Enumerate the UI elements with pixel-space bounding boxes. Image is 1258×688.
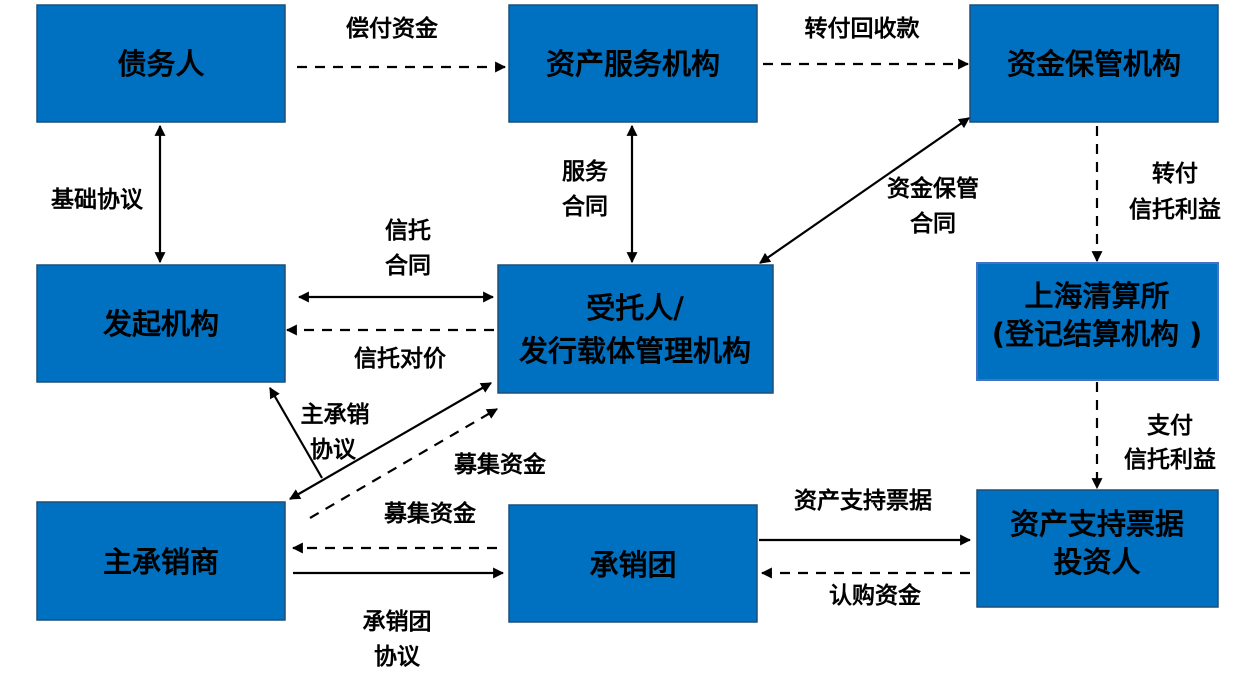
- label-syndicate-agreement-1: 承销团: [363, 609, 432, 635]
- label-pay-trust-1: 支付: [1146, 413, 1193, 439]
- servicer-label: 资产服务机构: [546, 47, 720, 81]
- label-service-contract-1: 服务: [562, 159, 609, 185]
- label-abn: 资产支持票据: [794, 487, 932, 514]
- arrow-raised-funds-trustee: [309, 408, 498, 519]
- label-trust-consideration: 信托对价: [354, 345, 447, 372]
- label-transfer-trust-2: 信托利益: [1129, 196, 1221, 223]
- arrow-custody-contract: [759, 117, 970, 264]
- box-trustee: 受托人/ 发行载体管理机构: [497, 264, 774, 394]
- trustee-label-1: 受托人/: [586, 291, 684, 325]
- label-raised-funds-1: 募集资金: [453, 451, 547, 478]
- box-syndicate: 承销团: [508, 504, 758, 623]
- investor-label-1: 资产支持票据: [1010, 507, 1184, 541]
- debtor-label: 债务人: [117, 47, 204, 81]
- label-raised-funds-2: 募集资金: [383, 500, 477, 527]
- arrows: [154, 58, 1103, 579]
- label-custody-contract-2: 合同: [910, 210, 956, 237]
- label-custody-contract-1: 资金保管: [887, 175, 979, 202]
- box-shanghai-clearing: 上海清算所 (登记结算机构 ): [976, 262, 1219, 381]
- label-transfer-trust-1: 转付: [1152, 160, 1198, 187]
- custodian-label: 资金保管机构: [1007, 47, 1181, 81]
- label-basic-agreement: 基础协议: [51, 187, 144, 213]
- box-debtor: 债务人: [36, 4, 286, 123]
- trustee-label-2: 发行载体管理机构: [518, 334, 751, 368]
- label-syndicate-agreement-2: 协议: [374, 644, 421, 670]
- box-investor: 资产支持票据 投资人: [976, 489, 1219, 608]
- originator-label: 发起机构: [102, 307, 219, 341]
- label-trust-contract-1: 信托: [385, 217, 431, 244]
- label-subscription: 认购资金: [829, 582, 922, 609]
- label-pay-trust-2: 信托利益: [1124, 446, 1216, 473]
- shclearing-label-1: 上海清算所: [1024, 279, 1169, 313]
- arrow-lead-trustee: [289, 382, 492, 500]
- lead-underwriter-label: 主承销商: [103, 545, 219, 579]
- box-lead-underwriter: 主承销商: [36, 501, 286, 621]
- label-lead-agreement-1: 主承销: [301, 402, 370, 428]
- syndicate-label: 承销团: [589, 548, 676, 582]
- box-servicer: 资产服务机构: [508, 4, 758, 123]
- label-transfer-collection: 转付回收款: [805, 15, 921, 42]
- box-originator: 发起机构: [36, 264, 286, 383]
- arrow-lead-agreement: [269, 387, 323, 479]
- shclearing-label-2: (登记结算机构 ): [992, 317, 1203, 351]
- label-lead-agreement-2: 协议: [310, 437, 357, 463]
- edge-labels: 偿付资金 转付回收款 基础协议 服务 合同 资金保管 合同 转付 信托利益 信托…: [51, 15, 1221, 670]
- investor-label-2: 投资人: [1053, 545, 1140, 579]
- label-trust-contract-2: 合同: [385, 252, 431, 279]
- label-repayment: 偿付资金: [346, 15, 439, 42]
- label-service-contract-2: 合同: [562, 193, 608, 220]
- box-custodian: 资金保管机构: [969, 4, 1219, 123]
